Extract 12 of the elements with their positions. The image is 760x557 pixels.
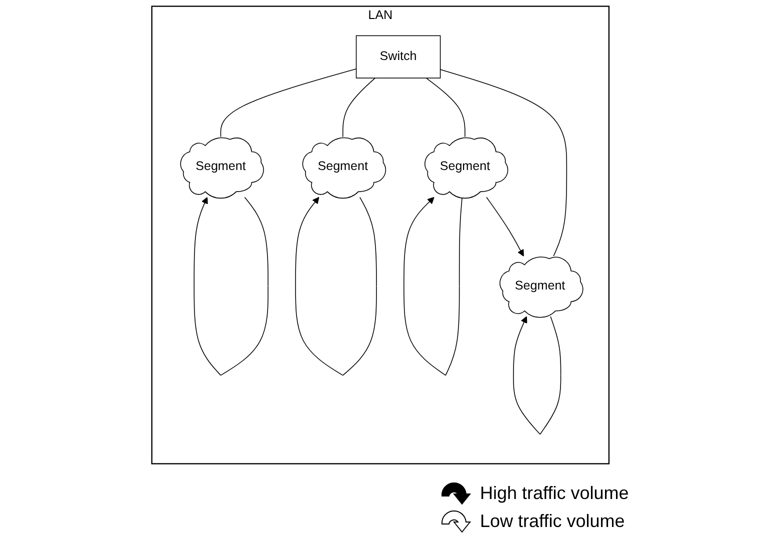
connector [342, 78, 376, 138]
arrow [193, 196, 268, 376]
arrow [512, 316, 561, 435]
node-box: Switch [355, 35, 440, 78]
connector [220, 68, 356, 138]
arrow [486, 196, 524, 256]
legend-label: Low traffic volume [480, 510, 625, 532]
legend-label: High traffic volume [480, 482, 629, 504]
connector [425, 78, 465, 138]
arrow [403, 196, 462, 376]
connector [440, 69, 567, 256]
arrow [294, 196, 376, 376]
